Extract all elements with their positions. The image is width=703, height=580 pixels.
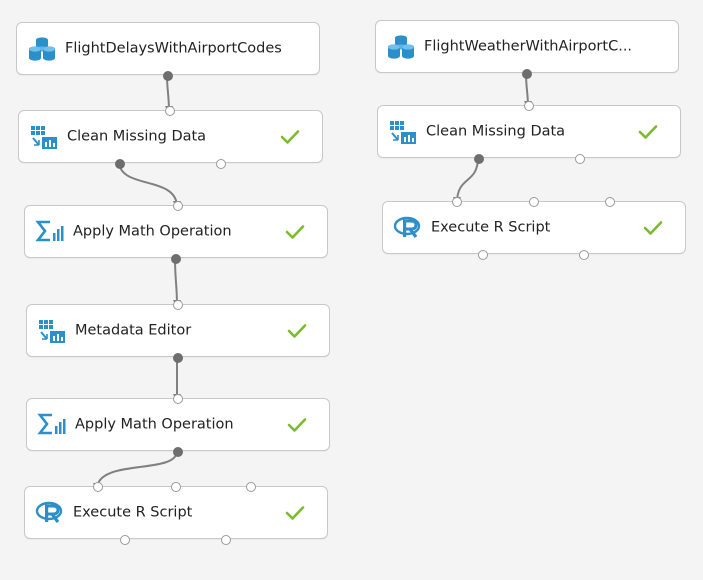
output-port-2[interactable] (575, 154, 585, 164)
input-port[interactable] (524, 101, 534, 111)
r-script-icon (393, 214, 423, 242)
node-label: Apply Math Operation (73, 223, 232, 240)
node-label: FlightWeatherWithAirportC... (424, 38, 633, 55)
module-node-clean-missing-data[interactable]: Clean Missing Data (18, 106, 323, 169)
node-label: Metadata Editor (75, 322, 192, 339)
input-port-3[interactable] (605, 197, 615, 207)
connector-math1-to-metadata[interactable] (172, 257, 181, 308)
completed-check-icon (287, 417, 307, 433)
module-node-clean-missing-data[interactable]: Clean Missing Data (377, 101, 681, 164)
dataset-node-flight-delays[interactable]: FlightDelaysWithAirportCodes (16, 22, 320, 81)
node-label: Execute R Script (431, 219, 551, 236)
dataset-icon (386, 33, 416, 61)
input-port[interactable] (173, 394, 183, 404)
input-port-3[interactable] (246, 482, 256, 492)
metadata-editor-icon (37, 317, 67, 345)
clean-data-icon (388, 118, 418, 146)
output-port[interactable] (173, 353, 183, 363)
output-port[interactable] (163, 71, 173, 81)
output-port-2[interactable] (221, 535, 231, 545)
connector-clean-to-math1[interactable] (118, 160, 181, 209)
output-port-2[interactable] (579, 250, 589, 260)
math-operation-icon (37, 411, 67, 439)
input-port[interactable] (173, 300, 183, 310)
output-port[interactable] (522, 69, 532, 79)
output-port-1[interactable] (474, 154, 484, 164)
input-port-1[interactable] (93, 482, 103, 492)
output-port-1[interactable] (120, 535, 130, 545)
input-port-2[interactable] (171, 482, 181, 492)
node-label: FlightDelaysWithAirportCodes (65, 40, 282, 57)
completed-check-icon (643, 220, 663, 236)
module-node-apply-math-operation[interactable]: Apply Math Operation (26, 394, 330, 457)
completed-check-icon (285, 505, 305, 521)
node-label: Clean Missing Data (67, 128, 207, 145)
r-script-icon (35, 499, 65, 527)
output-port-2[interactable] (216, 159, 226, 169)
input-port[interactable] (173, 201, 183, 211)
module-node-metadata-editor[interactable]: Metadata Editor (26, 300, 330, 363)
clean-data-icon (29, 123, 59, 151)
connector-math2-to-rscript[interactable] (93, 450, 178, 491)
input-port[interactable] (165, 106, 175, 116)
output-port[interactable] (171, 254, 181, 264)
math-operation-icon (35, 218, 65, 246)
output-port-1[interactable] (478, 250, 488, 260)
node-label: Apply Math Operation (75, 416, 234, 433)
input-port-2[interactable] (529, 197, 539, 207)
dataset-icon (27, 35, 57, 63)
node-label: Execute R Script (73, 504, 193, 521)
module-node-apply-math-operation[interactable]: Apply Math Operation (24, 201, 328, 264)
input-port-1[interactable] (452, 197, 462, 207)
completed-check-icon (638, 124, 658, 140)
output-port[interactable] (173, 447, 183, 457)
completed-check-icon (280, 129, 300, 145)
completed-check-icon (287, 323, 307, 339)
module-node-execute-r-script[interactable]: Execute R Script (24, 482, 328, 545)
output-port-1[interactable] (115, 159, 125, 169)
completed-check-icon (285, 224, 305, 240)
module-node-execute-r-script[interactable]: Execute R Script (382, 197, 686, 260)
dataset-node-flight-weather[interactable]: FlightWeatherWithAirportC... (375, 20, 679, 79)
node-label: Clean Missing Data (426, 123, 566, 140)
connector-clean-to-rscript-right[interactable] (453, 156, 479, 205)
